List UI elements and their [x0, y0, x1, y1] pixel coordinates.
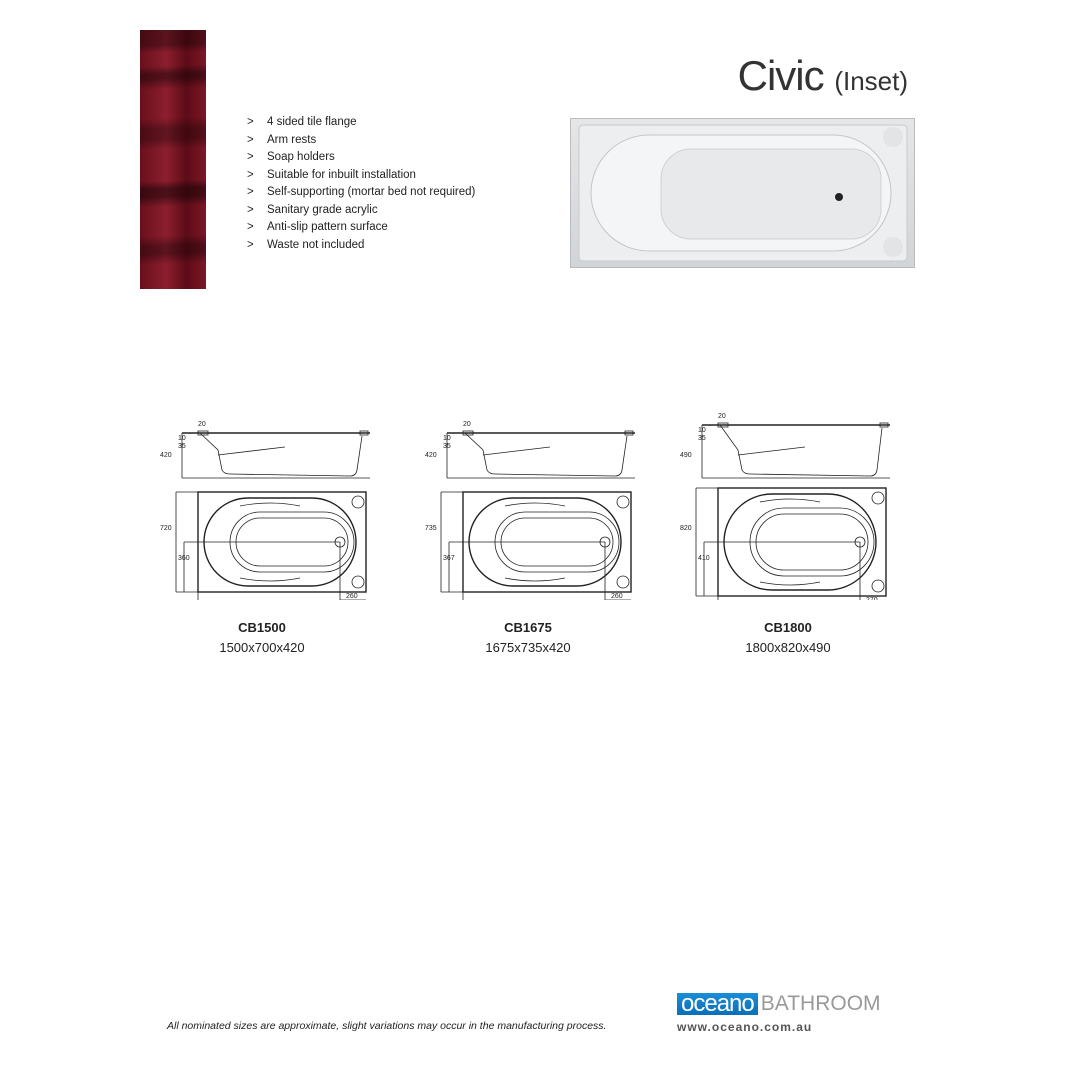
- dimension-diagram: 20 10 35 420 720 360 260 1500: [160, 400, 420, 616]
- svg-text:735: 735: [425, 525, 437, 532]
- dimension-diagram: 20 10 35 490 820 410 270 1800: [680, 400, 940, 620]
- feature-list: >4 sided tile flange >Arm rests >Soap hold…: [247, 116, 475, 256]
- side-view: 20 10 35 490: [680, 413, 890, 479]
- feature-item: >Arm rests: [247, 133, 317, 146]
- svg-text:260: 260: [346, 593, 358, 600]
- feature-item: >Suitable for inbuilt installation: [247, 168, 416, 181]
- svg-text:720: 720: [160, 525, 172, 532]
- svg-text:410: 410: [698, 555, 710, 562]
- feature-item: >Anti-slip pattern surface: [247, 221, 388, 233]
- svg-text:270: 270: [866, 597, 878, 600]
- feature-item: >Sanitary grade acrylic: [247, 203, 378, 216]
- svg-text:20: 20: [198, 421, 206, 428]
- svg-text:10: 10: [178, 435, 186, 442]
- decorative-texture-strip: [140, 30, 206, 289]
- svg-text:35: 35: [698, 435, 706, 442]
- svg-text:360: 360: [178, 555, 190, 562]
- svg-text:367: 367: [443, 555, 455, 562]
- svg-text:35: 35: [178, 443, 186, 450]
- svg-text:820: 820: [680, 525, 692, 532]
- svg-text:20: 20: [718, 413, 726, 420]
- feature-item: >Waste not included: [247, 238, 365, 251]
- feature-item: >Self-supporting (mortar bed not require…: [247, 186, 476, 198]
- top-view: 820 410 270 1800: [680, 487, 887, 620]
- svg-text:420: 420: [425, 452, 437, 459]
- svg-text:490: 490: [680, 452, 692, 459]
- svg-text:10: 10: [443, 435, 451, 442]
- feature-item: >Soap holders: [247, 151, 335, 163]
- svg-text:260: 260: [611, 593, 623, 600]
- svg-text:420: 420: [160, 452, 172, 459]
- top-view: 720 360 260 1500: [160, 491, 367, 616]
- feature-item: >4 sided tile flange: [247, 116, 357, 128]
- top-view: 735 367 260 1675: [425, 491, 632, 616]
- product-photo: [570, 118, 915, 268]
- disclaimer: All nominated sizes are approximate, sli…: [167, 1020, 607, 1032]
- side-view: 20 10 35 420: [160, 421, 370, 479]
- website-link[interactable]: www.oceano.com.au: [677, 1020, 813, 1034]
- page-title: Civic (Inset): [737, 52, 908, 99]
- svg-text:35: 35: [443, 443, 451, 450]
- svg-text:10: 10: [698, 427, 706, 434]
- svg-text:20: 20: [463, 421, 471, 428]
- dimension-diagram: 20 10 35 420 735 367 260 1675: [425, 400, 685, 616]
- side-view: 20 10 35 420: [425, 421, 635, 479]
